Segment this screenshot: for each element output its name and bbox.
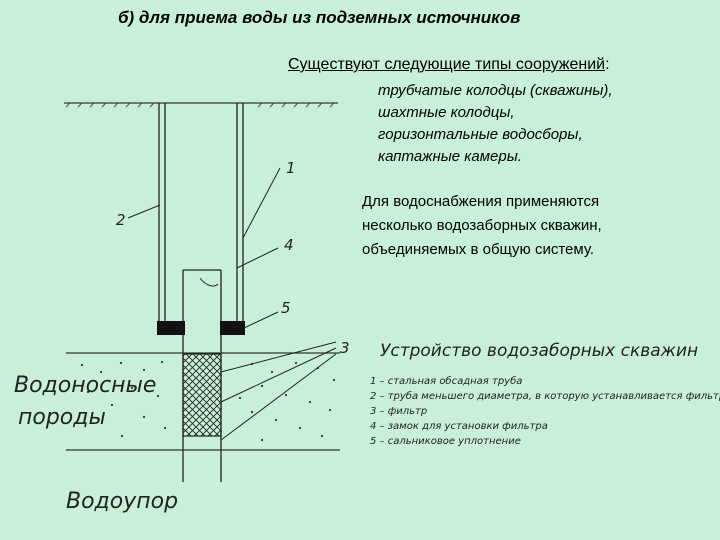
legend-item: 4 – замок для установки фильтра <box>370 421 548 432</box>
filter-mesh <box>182 353 222 437</box>
aquifer-label-line1: Водоносные <box>14 373 156 398</box>
note-line: Для водоснабжения применяются <box>362 193 600 210</box>
aquifer-label-line2: породы <box>18 405 106 430</box>
intro-colon: : <box>605 56 610 73</box>
legend-item: 3 – фильтр <box>370 406 427 417</box>
ground-surface <box>64 102 338 108</box>
legend-item: 1 – стальная обсадная труба <box>370 375 522 387</box>
note-line: объединяемых в общую систему. <box>362 241 595 258</box>
aquiclude-label: Водоупор <box>66 489 178 514</box>
note-paragraph: Для водоснабжения применяются несколько … <box>362 190 602 262</box>
legend-title: Устройство водозаборных скважин <box>380 341 698 361</box>
callout-3: 3 <box>340 339 350 357</box>
legend-item: 2 – труба меньшего диаметра, в которую у… <box>370 390 720 402</box>
leader-lines <box>127 167 337 441</box>
type-item: шахтные колодцы, <box>378 104 515 121</box>
note-line: несколько водозаборных скважин, <box>362 217 602 234</box>
legend-item: 5 – сальниковое уплотнение <box>370 436 521 447</box>
type-item: каптажные камеры. <box>378 148 522 165</box>
outer-casing-pipe <box>158 103 244 322</box>
seal-block-right <box>220 321 245 335</box>
slide-title: б) для приема воды из подземных источник… <box>118 8 521 27</box>
type-item: трубчатые колодцы (скважины), <box>378 82 613 99</box>
lock-mark <box>199 277 219 287</box>
type-item: горизонтальные водосборы, <box>378 126 583 143</box>
intro-text: Существуют следующие типы сооружений <box>288 56 606 73</box>
callout-2: 2 <box>116 211 126 229</box>
intro-line: Существуют следующие типы сооружений: <box>288 56 610 74</box>
structure-types-list: трубчатые колодцы (скважины), шахтные ко… <box>378 80 613 168</box>
callout-5: 5 <box>281 299 291 317</box>
seal-block-left <box>157 321 185 335</box>
callout-4: 4 <box>284 236 294 254</box>
callout-1: 1 <box>286 159 296 177</box>
